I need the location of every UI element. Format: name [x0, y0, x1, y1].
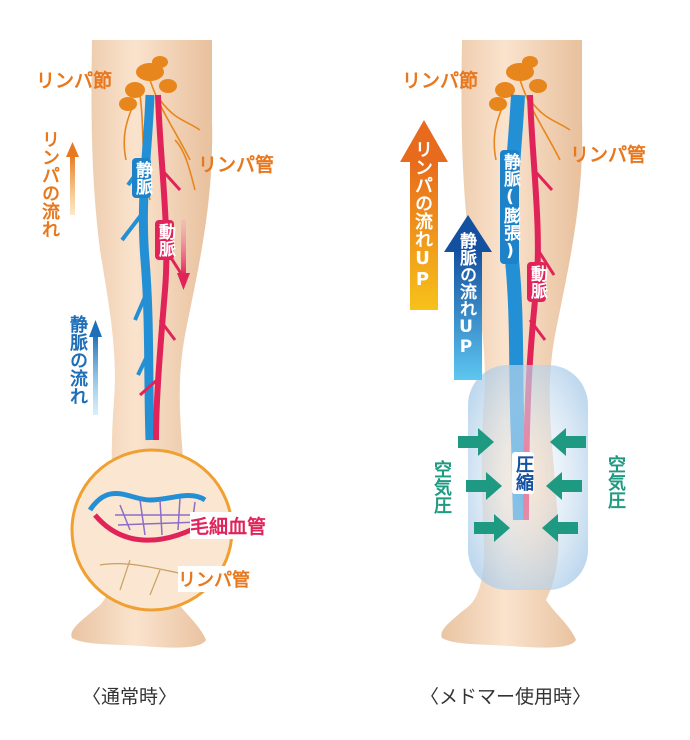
leg-medomer: [400, 40, 588, 648]
label-lymph-node-normal: リンパ節: [36, 70, 113, 92]
label-vein-dilated: 静脈(膨張): [500, 150, 520, 264]
label-lymph-flow-up: リンパの流れUP: [412, 140, 433, 290]
artery-normal: [153, 94, 170, 441]
lymph-vessels-medomer: [493, 79, 571, 161]
leg-normal: [66, 40, 234, 648]
compression-arrows-left: [458, 428, 510, 542]
label-vein-flow-up: 静脈の流れUP: [456, 232, 476, 357]
label-artery-medomer: 動脈: [527, 262, 547, 302]
vein-flow-arrow-normal: [89, 320, 102, 415]
lymph-node-cluster-normal: [119, 56, 177, 111]
vein-flow-up-arrow: [444, 215, 492, 380]
label-air-pressure-left: 空気圧: [431, 460, 452, 514]
lymph-node-cluster-medomer: [489, 56, 547, 111]
compression-arrows-right: [542, 428, 586, 542]
label-lymph-vessel-inset: リンパ管: [178, 566, 250, 592]
lymph-flow-up-arrow: [400, 120, 448, 310]
label-artery-normal: 動脈: [155, 220, 175, 260]
caption-medomer: 〈メドマー使用時〉: [420, 686, 592, 708]
label-lymph-node-medomer: リンパ節: [402, 70, 479, 92]
label-lymph-vessel-normal: リンパ管: [198, 154, 275, 176]
label-vein-flow-normal: 静脈の流れ: [67, 315, 88, 405]
label-lymph-flow-normal: リンパの流れ: [39, 130, 60, 238]
label-capillary: 毛細血管: [190, 512, 267, 539]
lymph-flow-arrow-normal: [66, 142, 79, 215]
label-air-pressure-right: 空気圧: [605, 455, 626, 509]
artery-flow-arrow-normal: [177, 220, 190, 290]
label-vein-normal: 静脈: [132, 158, 152, 198]
caption-normal: 〈通常時〉: [82, 686, 178, 708]
label-lymph-vessel-medomer: リンパ管: [570, 144, 647, 166]
label-compression: 圧縮: [512, 452, 534, 494]
